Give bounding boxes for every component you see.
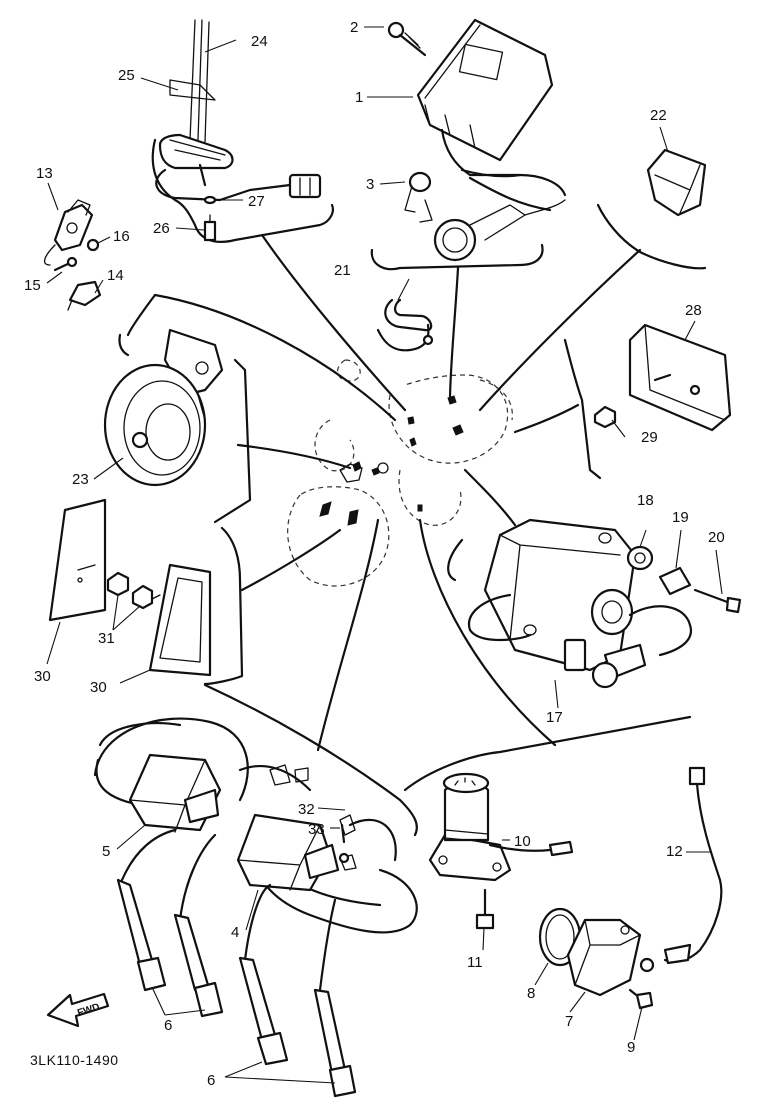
cdi-unit [416, 18, 567, 262]
nut-31 [106, 571, 154, 610]
label-18: 18 [637, 492, 654, 509]
label-31: 31 [98, 630, 115, 647]
cover-7 [566, 918, 642, 997]
fuel-sender [155, 19, 322, 242]
bolt-2 [387, 21, 427, 57]
label-28: 28 [685, 302, 702, 319]
label-13: 13 [36, 165, 53, 182]
label-3: 3 [366, 176, 374, 193]
label-5: 5 [102, 843, 110, 860]
drawing-code: 3LK110-1490 [30, 1052, 119, 1068]
grommet-18 [626, 545, 654, 571]
label-1: 1 [355, 89, 363, 106]
label-14: 14 [107, 267, 124, 284]
label-11: 11 [467, 954, 483, 971]
label-30a: 30 [34, 668, 51, 685]
label-26: 26 [153, 220, 170, 237]
label-12: 12 [666, 843, 683, 860]
screw-15 [53, 256, 78, 272]
label-21: 21 [334, 262, 351, 279]
number-leaders [46, 26, 723, 1084]
bolt-20 [693, 588, 742, 614]
label-8: 8 [527, 985, 535, 1002]
bolt-33 [338, 823, 350, 864]
sensor-12 [639, 766, 723, 973]
label-6b: 6 [207, 1072, 215, 1089]
forward-arrow: FWD [46, 992, 110, 1028]
label-33: 33 [308, 821, 325, 838]
label-20: 20 [708, 529, 725, 546]
frame-silhouette [287, 359, 513, 587]
label-22: 22 [650, 107, 667, 124]
label-24: 24 [251, 33, 268, 50]
nut-29 [593, 405, 617, 429]
callout-leaders [118, 138, 707, 837]
label-25: 25 [118, 67, 135, 84]
sensor-14 [67, 280, 102, 311]
label-16: 16 [113, 228, 130, 245]
relay-17 [467, 518, 693, 689]
label-19: 19 [672, 509, 689, 526]
collar-19 [658, 566, 692, 596]
washer-16 [86, 238, 100, 252]
label-6a: 6 [164, 1017, 172, 1034]
label-4: 4 [231, 924, 239, 941]
label-23: 23 [72, 471, 89, 488]
ignition-coils [93, 717, 418, 1098]
switch-10 [428, 772, 574, 882]
label-9: 9 [627, 1039, 635, 1056]
label-29: 29 [641, 429, 658, 446]
reflector-30-right [148, 563, 212, 677]
bolt-11 [475, 888, 495, 930]
label-32: 32 [298, 801, 315, 818]
label-2: 2 [350, 19, 358, 36]
label-17: 17 [546, 709, 563, 726]
sensor-13 [43, 199, 94, 266]
part-number-labels: 1 2 3 4 5 6 6 7 8 9 10 11 12 13 14 15 16… [24, 19, 725, 1089]
reflector-28 [628, 323, 732, 432]
part-21 [384, 298, 434, 346]
label-10: 10 [514, 833, 531, 850]
horn-23 [103, 328, 224, 487]
part-22 [646, 148, 707, 217]
reflector-30-left [48, 498, 107, 622]
label-30b: 30 [90, 679, 107, 696]
bolt-9 [628, 988, 654, 1010]
washer-3 [404, 171, 433, 223]
label-7: 7 [565, 1013, 573, 1030]
label-27: 27 [248, 193, 265, 210]
label-15: 15 [24, 277, 41, 294]
